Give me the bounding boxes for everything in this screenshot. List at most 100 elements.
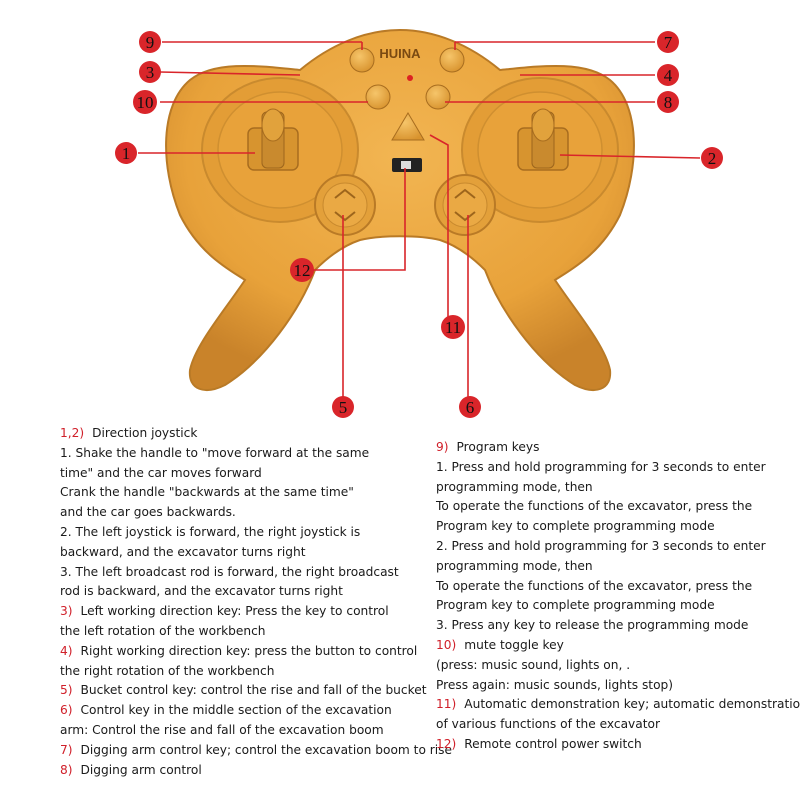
item-text: and the car goes backwards. (60, 505, 236, 520)
item-number: 5) (60, 683, 73, 698)
callout-10: 10 (133, 90, 157, 114)
item-text: Press again: music sounds, lights stop) (436, 677, 674, 692)
instruction-line: 1. Press and hold programming for 3 seco… (436, 458, 798, 478)
instruction-line: 2. Press and hold programming for 3 seco… (436, 537, 798, 557)
instruction-line: 1. Shake the handle to "move forward at … (60, 444, 432, 464)
item-text: Digging arm control (80, 762, 202, 777)
item-text: mute toggle key (464, 637, 564, 652)
svg-text:2: 2 (708, 149, 717, 168)
item-text: programming mode, then (436, 558, 593, 573)
demo-icon[interactable] (391, 112, 425, 141)
instruction-line: the right rotation of the workbench (60, 662, 432, 682)
boom-pad[interactable] (434, 174, 496, 236)
item-text: programming mode, then (436, 479, 593, 494)
item-text: 1. Shake the handle to "move forward at … (60, 445, 370, 460)
instruction-line: 7)Digging arm control key; control the e… (60, 741, 452, 761)
digging-arm-button[interactable] (425, 84, 451, 110)
instruction-line: 9) Program keys (436, 438, 798, 458)
callout-markers: 9 3 10 1 7 4 8 2 12 11 5 6 (115, 31, 723, 418)
item-number: 3) (60, 604, 73, 619)
instruction-line: 2. The left joystick is forward, the rig… (60, 523, 432, 543)
svg-text:8: 8 (664, 93, 673, 112)
mute-toggle-button[interactable] (365, 84, 391, 110)
instruction-line: 11) Automatic demonstration key; automati… (436, 695, 800, 715)
item-text: arm: Control the rise and fall of the ex… (60, 722, 384, 737)
instruction-line: 3. The left broadcast rod is forward, th… (60, 563, 432, 583)
instruction-line: 1,2)Direction joystick (60, 424, 432, 444)
item-text: 2. Press and hold programming for 3 seco… (436, 538, 766, 553)
item-text: the right rotation of the workbench (60, 663, 275, 678)
item-number: 12) (436, 736, 457, 751)
instruction-line: Program key to complete programming mode (436, 517, 798, 537)
svg-text:4: 4 (664, 66, 673, 85)
joystick-right-icon (517, 108, 569, 171)
instruction-line: 4)Right working direction key: press the… (60, 642, 432, 662)
instruction-line: Program key to complete programming mode (436, 596, 798, 616)
instruction-line: To operate the functions of the excavato… (436, 577, 798, 597)
item-number: 8) (60, 762, 73, 777)
svg-text:5: 5 (339, 398, 348, 417)
item-text: 1. Press and hold programming for 3 seco… (436, 459, 766, 474)
svg-text:10: 10 (137, 93, 154, 112)
item-text: Automatic demonstration key; automatic d… (464, 697, 800, 712)
svg-text:7: 7 (664, 33, 673, 52)
instruction-line: programming mode, then (436, 478, 798, 498)
instruction-line: To operate the functions of the excavato… (436, 497, 798, 517)
brand-logo: HUINA (379, 46, 421, 61)
controller-diagram: HUINA 9 3 10 (115, 28, 723, 418)
item-number: 10) (436, 637, 457, 652)
item-number: 9) (436, 440, 449, 454)
instruction-line: the left rotation of the workbench (60, 622, 432, 642)
instruction-line: of various functions of the excavator (436, 715, 798, 735)
item-number: 11) (436, 697, 457, 712)
instruction-line: (press: music sound, lights on, . (436, 656, 798, 676)
callout-8: 8 (657, 91, 679, 113)
item-number: 4) (60, 643, 73, 658)
callout-9: 9 (139, 31, 161, 53)
item-text: backward, and the excavator turns right (60, 544, 306, 559)
instruction-line: Press again: music sounds, lights stop) (436, 676, 798, 696)
program-key-button[interactable] (349, 47, 375, 73)
controller-body (165, 28, 635, 391)
callout-5: 5 (332, 396, 354, 418)
item-text: Program key to complete programming mode (436, 598, 715, 613)
callout-7: 7 (657, 31, 679, 53)
top-buttons (349, 47, 465, 172)
item-number: 1,2) (60, 426, 85, 440)
digging-arm-rise-button[interactable] (439, 47, 465, 73)
instruction-line: and the car goes backwards. (60, 503, 432, 523)
instructions-right: 9) Program keys 1. Press and hold programm… (436, 438, 800, 755)
callout-11: 11 (441, 315, 465, 339)
item-text: Crank the handle "backwards at the same … (60, 485, 354, 500)
callout-4: 4 (657, 64, 679, 86)
callout-12: 12 (290, 258, 314, 282)
svg-text:1: 1 (122, 144, 131, 163)
item-text: of various functions of the excavator (436, 717, 660, 732)
svg-text:12: 12 (294, 261, 311, 280)
instruction-line: rod is backward, and the excavator turns… (60, 582, 432, 602)
item-text: the left rotation of the workbench (60, 623, 266, 638)
item-text: To operate the functions of the excavato… (436, 499, 753, 514)
item-text: Program keys (456, 440, 540, 454)
callout-6: 6 (459, 396, 481, 418)
instruction-line: backward, and the excavator turns right (60, 543, 432, 563)
svg-text:11: 11 (445, 318, 461, 337)
item-number: 6) (60, 703, 73, 718)
instruction-line: Crank the handle "backwards at the same … (60, 483, 432, 503)
item-text: Remote control power switch (464, 736, 642, 751)
callout-3: 3 (139, 61, 161, 83)
item-text: 3. The left broadcast rod is forward, th… (60, 564, 399, 579)
instruction-line: 3. Press any key to release the programm… (436, 616, 798, 636)
item-number: 7) (60, 742, 73, 757)
callout-2: 2 (701, 147, 723, 169)
instruction-line: time" and the car moves forward (60, 464, 432, 484)
instruction-line: arm: Control the rise and fall of the ex… (60, 721, 432, 741)
instruction-line: programming mode, then (436, 557, 798, 577)
svg-text:9: 9 (146, 33, 155, 52)
joystick-left-icon (247, 108, 299, 171)
bucket-pad[interactable] (314, 174, 376, 236)
item-text: To operate the functions of the excavato… (436, 578, 753, 593)
item-text: Control key in the middle section of the… (80, 703, 392, 718)
instruction-line: 3)Left working direction key: Press the … (60, 602, 432, 622)
